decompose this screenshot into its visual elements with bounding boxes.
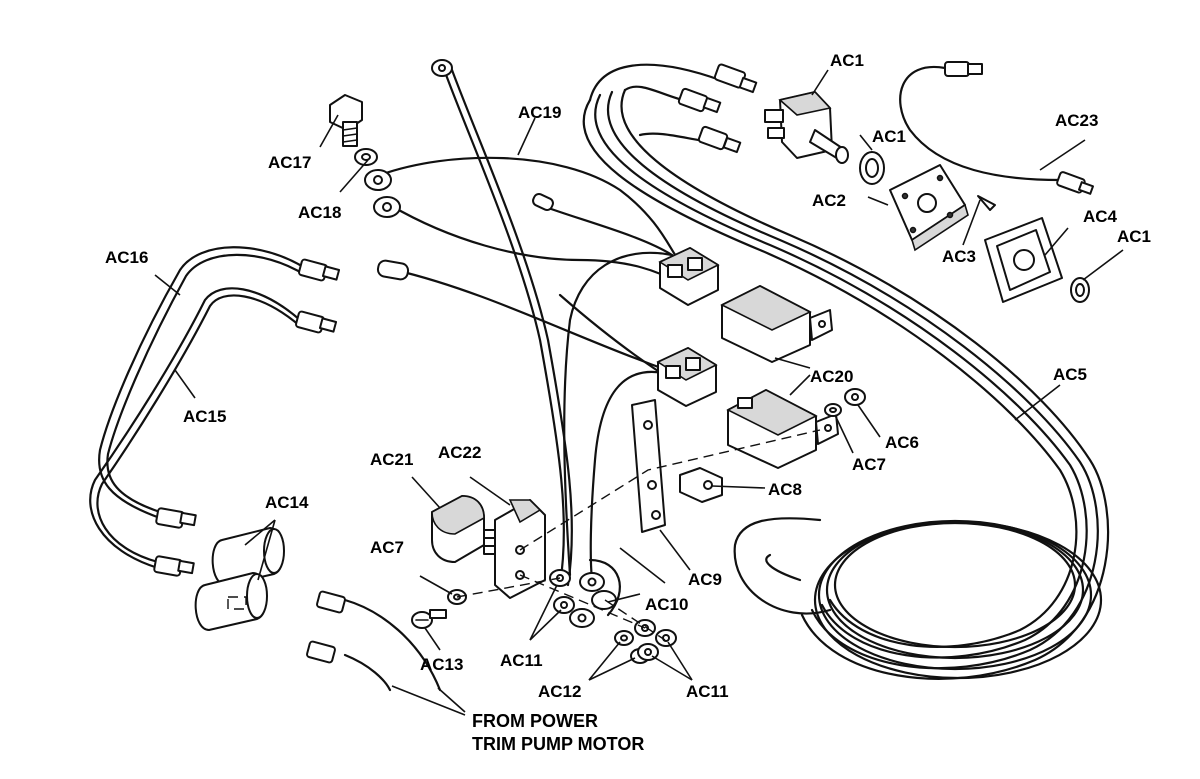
label-ac6: AC6 bbox=[885, 433, 919, 452]
terminal-group-top bbox=[677, 63, 758, 154]
bullet-connector-b bbox=[376, 259, 410, 281]
wire-ac23 bbox=[899, 61, 1095, 195]
label-ac14: AC14 bbox=[265, 493, 309, 512]
label-ac16: AC16 bbox=[105, 248, 148, 267]
strap-ac9 bbox=[631, 399, 666, 533]
alignment-lines bbox=[456, 429, 821, 641]
relay-plug-lower bbox=[656, 347, 718, 407]
label-ac11-right: AC11 bbox=[686, 682, 729, 701]
washer-ac18 bbox=[354, 148, 378, 166]
trim-motor-leads bbox=[306, 590, 466, 716]
label-ac1-mid: AC1 bbox=[872, 127, 906, 146]
label-ac19: AC19 bbox=[518, 103, 561, 122]
terminals-ac15 bbox=[153, 507, 197, 577]
screw-ac3 bbox=[977, 195, 996, 211]
label-ac22: AC22 bbox=[438, 443, 481, 462]
nut-ac1-right bbox=[1070, 277, 1090, 303]
label-ac12: AC12 bbox=[538, 682, 581, 701]
label-ac10: AC10 bbox=[645, 595, 688, 614]
label-ac23: AC23 bbox=[1055, 111, 1098, 130]
label-ac18: AC18 bbox=[298, 203, 341, 222]
nut-ac6 bbox=[844, 388, 866, 406]
label-ac9: AC9 bbox=[688, 570, 722, 589]
label-ac2: AC2 bbox=[812, 191, 846, 210]
relay-lower bbox=[726, 389, 839, 469]
label-ac21: AC21 bbox=[370, 450, 413, 469]
label-ac3: AC3 bbox=[942, 247, 976, 266]
label-ac17: AC17 bbox=[268, 153, 311, 172]
wire-ac16 bbox=[89, 246, 307, 570]
sleeves-ac14 bbox=[194, 527, 285, 631]
ring-terminal-top bbox=[431, 59, 453, 77]
ring-terminals bbox=[364, 169, 401, 218]
label-ac1-top: AC1 bbox=[830, 51, 864, 70]
ring-terminals-ac10 bbox=[569, 572, 617, 628]
label-ac8: AC8 bbox=[768, 480, 802, 499]
caption-line-2: TRIM PUMP MOTOR bbox=[472, 734, 644, 754]
nuts-ac11-left bbox=[549, 569, 575, 614]
label-ac20: AC20 bbox=[810, 367, 853, 386]
part-labels: AC1 AC1 AC1 AC2 AC3 AC4 AC5 AC6 AC7 AC7 … bbox=[105, 51, 1151, 701]
plate-ac2 bbox=[889, 164, 969, 252]
nut-ac1-mid bbox=[859, 151, 885, 185]
label-ac7-left: AC7 bbox=[370, 538, 404, 557]
terminals-ac16 bbox=[295, 258, 341, 334]
relay-upper bbox=[720, 285, 833, 363]
leader-lines bbox=[154, 69, 1124, 681]
label-ac13: AC13 bbox=[420, 655, 463, 674]
label-ac11-left: AC11 bbox=[500, 651, 543, 670]
screw-ac13 bbox=[411, 609, 447, 629]
breaker-ac21 bbox=[431, 495, 501, 563]
relay-plug-upper bbox=[658, 247, 720, 306]
clip-ac8 bbox=[679, 467, 723, 503]
toggle-switch bbox=[764, 91, 849, 164]
bolt-ac17 bbox=[329, 94, 363, 147]
caption: FROM POWER TRIM PUMP MOTOR bbox=[472, 711, 644, 754]
label-ac5: AC5 bbox=[1053, 365, 1087, 384]
label-ac15: AC15 bbox=[183, 407, 226, 426]
plate-ac4 bbox=[984, 217, 1063, 303]
label-ac4: AC4 bbox=[1083, 207, 1118, 226]
bullet-connector-a bbox=[532, 192, 554, 212]
label-ac7-right: AC7 bbox=[852, 455, 886, 474]
caption-line-1: FROM POWER bbox=[472, 711, 598, 731]
washer-ac7-right bbox=[824, 403, 842, 417]
bracket-ac22 bbox=[494, 499, 546, 599]
label-ac1-right: AC1 bbox=[1117, 227, 1151, 246]
